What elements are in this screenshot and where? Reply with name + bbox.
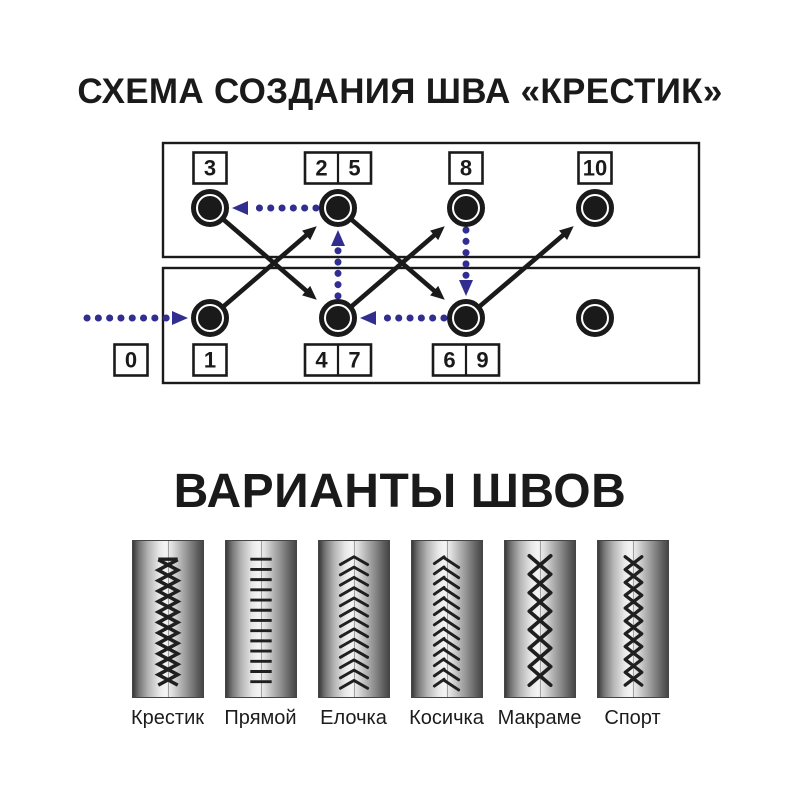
stitch-arrowhead-dotted [360,311,376,325]
stitch-variants-row: Крестик Прямой Елочка Косичка Макраме Спорт [0,540,800,730]
step-number: 8 [460,156,472,181]
stitch-arrowhead-dotted [172,311,188,325]
variant-label: Крестик [131,707,204,729]
variant-label: Елочка [320,707,387,729]
fabric-strip-bottom [161,266,701,385]
cylinder-braid-swatch [410,540,483,698]
eyelet-hole-center [326,306,350,330]
eyelet-hole-center [198,196,222,220]
number-box-top [192,151,228,185]
stitch-variant-braid: Косичка [409,540,484,730]
stitch-arrowhead-solid [302,226,317,241]
number-box-top [448,151,484,185]
cylinder-herringbone-swatch [317,540,390,698]
stitch-arrow-solid [475,231,567,311]
stitch-arrowhead-dotted [232,201,248,215]
stitch-arrowhead-solid [302,285,317,300]
step-number: 0 [125,348,137,373]
stitch-variant-macrame: Макраме [498,540,581,730]
stitch-variant-sport: Спорт [596,540,669,730]
eyelet-hole-center [454,196,478,220]
sport-stitch-pattern [623,555,643,687]
stitch-arrowhead-solid [430,226,445,241]
number-box-start [113,343,149,377]
macrame-stitch-pattern [526,553,553,687]
cylinder-cross-swatch [131,540,204,698]
eyelet-hole-center [454,306,478,330]
number-box-top [577,151,613,185]
cylinder-macrame-swatch [503,540,576,698]
scheme-title: СХЕМА СОЗДАНИЯ ШВА «КРЕСТИК» [77,72,723,111]
cylinder-sport-swatch [596,540,669,698]
step-number: 3 [204,156,216,181]
stitch-arrow-solid [219,231,310,310]
stitch-variant-straight: Прямой [224,540,297,730]
stitch-arrowhead-dotted [331,230,345,246]
eyelet-hole-center [583,306,607,330]
straight-stitch-pattern [249,557,272,684]
eyelet-hole-center [198,306,222,330]
cross-stitch-pattern [154,557,181,687]
cylinder-straight-swatch [224,540,297,698]
stitch-variant-cross: Крестик [131,540,204,730]
herringbone-stitch-pattern [338,555,369,690]
step-number: 2 [315,156,327,181]
variant-label: Косичка [409,707,484,729]
variant-label: Спорт [604,707,661,729]
step-number: 9 [476,348,488,373]
step-number: 10 [583,156,607,181]
variant-label: Прямой [224,707,297,729]
step-number: 6 [443,348,455,373]
number-box-bottom [192,343,228,377]
step-number: 1 [204,348,216,373]
step-number: 7 [348,348,360,373]
fabric-strip-top [161,141,701,259]
stitch-variant-herringbone: Елочка [317,540,390,730]
stitch-arrow-solid [219,216,310,295]
stitch-arrowhead-solid [430,285,445,300]
variants-title: ВАРИАНТЫ ШВОВ [173,465,627,518]
stitch-arrowhead-dotted [459,280,473,296]
stitch-arrowhead-solid [559,226,574,240]
eyelet-hole-center [326,196,350,220]
stitch-arrow-solid [347,231,438,310]
stitch-arrow-solid [347,216,438,295]
eyelet-hole-center [583,196,607,220]
step-number: 5 [348,156,360,181]
braid-stitch-pattern [432,555,460,692]
step-number: 4 [315,348,328,373]
variant-label: Макраме [497,707,582,729]
